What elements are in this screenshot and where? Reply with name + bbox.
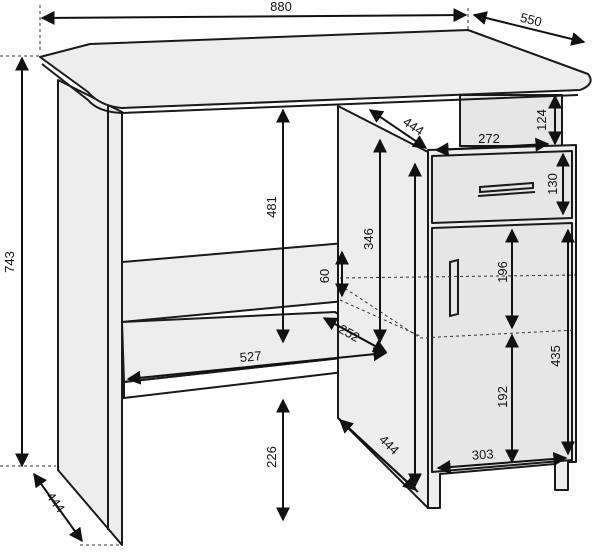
dim-label-527: 527: [239, 348, 262, 365]
tabletop: [39, 29, 592, 109]
dim-label-880: 880: [270, 0, 292, 14]
dim-line-527: [126, 347, 388, 385]
guide-shelf-depth: [339, 284, 577, 339]
dimension-lines: [15, 8, 586, 543]
dim-label-346: 346: [361, 228, 376, 250]
dim-label-192: 192: [495, 386, 510, 408]
dim-label-444-top: 444: [400, 114, 426, 139]
dim-line-272: [434, 137, 550, 157]
dim-line-880: [40, 8, 468, 25]
cabinet-door: [431, 222, 573, 473]
dim-label-130: 130: [545, 173, 560, 195]
tabletop-front-edge: [41, 63, 579, 115]
desk-body: [39, 29, 592, 546]
dim-line-252: [322, 317, 388, 353]
dim-label-60: 60: [317, 269, 332, 283]
dim-label-226: 226: [264, 446, 279, 468]
left-side-panel: [57, 79, 123, 546]
dim-label-303: 303: [471, 446, 494, 462]
dim-label-435: 435: [548, 345, 563, 367]
dim-line-550: [472, 11, 586, 46]
dim-label-196: 196: [495, 261, 510, 283]
dim-line-444-base: [33, 472, 83, 543]
dim-label-124: 124: [534, 109, 549, 131]
dim-label-481: 481: [264, 196, 279, 218]
door-handle: [449, 258, 459, 318]
back-modesty-panel: [121, 242, 346, 323]
dim-line-303: [436, 452, 568, 474]
dim-line-444-bottom: [338, 419, 418, 491]
drawer-handle: [479, 181, 534, 194]
dim-label-272: 272: [478, 131, 500, 146]
dim-label-743: 743: [2, 251, 17, 273]
dim-line-444-top: [368, 109, 428, 149]
drawer-handle-bar: [477, 191, 536, 197]
dim-label-550: 550: [519, 10, 544, 30]
